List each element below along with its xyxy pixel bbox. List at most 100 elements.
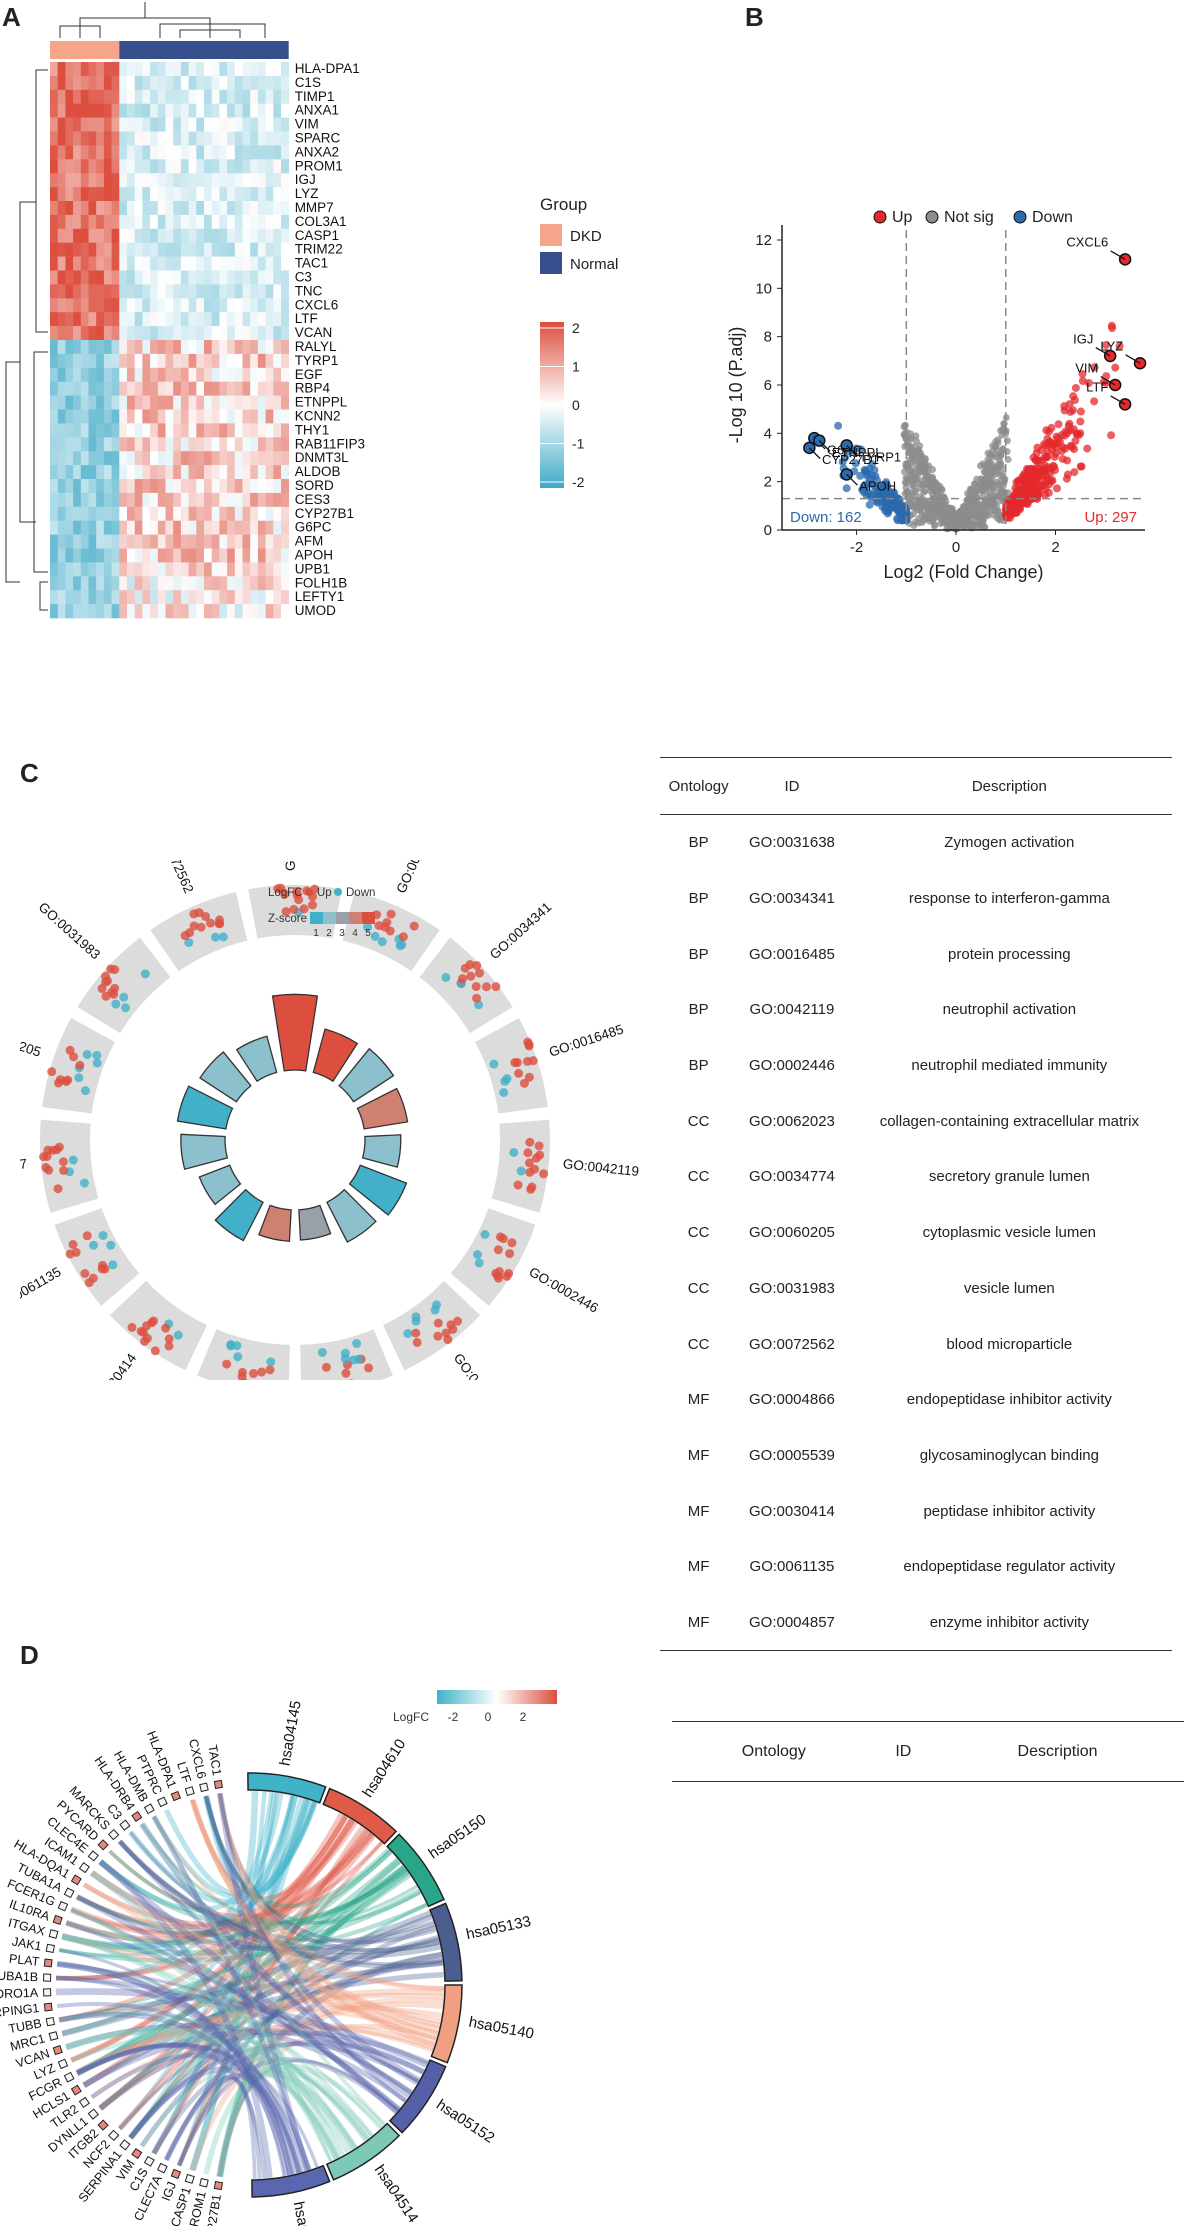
heatmap-cell bbox=[257, 298, 266, 313]
heatmap-cell bbox=[96, 103, 105, 118]
heatmap-cell bbox=[119, 145, 128, 160]
gene-point bbox=[63, 1075, 73, 1085]
heatmap-cell bbox=[234, 214, 243, 230]
heatmap-cell bbox=[73, 353, 82, 369]
heatmap-cell bbox=[73, 548, 82, 563]
heatmap-cell bbox=[150, 451, 159, 466]
heatmap-cell bbox=[281, 312, 289, 327]
heatmap-cell bbox=[80, 256, 89, 271]
heatmap-cell bbox=[250, 131, 259, 146]
heatmap-cell bbox=[127, 298, 135, 313]
heatmap-cell bbox=[157, 423, 166, 438]
heatmap-cell bbox=[142, 492, 151, 508]
heatmap-cell bbox=[103, 520, 112, 535]
heatmap-cell bbox=[73, 117, 82, 132]
legend-label-normal: Normal bbox=[570, 256, 618, 273]
heatmap-cell bbox=[211, 492, 220, 508]
cell-id: GO:0004866 bbox=[749, 1391, 835, 1409]
heatmap-cell bbox=[127, 353, 135, 369]
heatmap-cell bbox=[257, 117, 266, 132]
heatmap-cell bbox=[250, 604, 259, 619]
heatmap-cell bbox=[103, 423, 112, 438]
point-notsig bbox=[928, 475, 936, 483]
heatmap-cell bbox=[273, 284, 282, 299]
heatmap-cell bbox=[242, 103, 251, 118]
heatmap-cell bbox=[188, 117, 197, 132]
chord-link bbox=[90, 2052, 302, 2174]
gene-point bbox=[307, 900, 317, 910]
heatmap-cell bbox=[157, 381, 166, 396]
point-notsig bbox=[910, 487, 918, 495]
x-axis-label: Log2 (Fold Change) bbox=[883, 562, 1043, 582]
heatmap-cell bbox=[88, 604, 97, 619]
heatmap-cell bbox=[211, 576, 220, 591]
heatmap-cell bbox=[173, 492, 182, 508]
gene-point bbox=[494, 1273, 504, 1283]
cell-id: GO:0005539 bbox=[749, 1446, 835, 1464]
heatmap-cell bbox=[111, 214, 120, 230]
heatmap-cell bbox=[80, 214, 89, 230]
heatmap-cell bbox=[111, 534, 120, 549]
heatmap-cell bbox=[219, 381, 228, 396]
heatmap-cell bbox=[50, 479, 58, 494]
heatmap-cell bbox=[211, 103, 220, 118]
heatmap-cell bbox=[281, 256, 289, 271]
heatmap-cell bbox=[150, 62, 159, 77]
chord-link bbox=[82, 2028, 425, 2089]
heatmap-cell bbox=[188, 492, 197, 508]
chord-link bbox=[61, 1933, 440, 2033]
heatmap-cell bbox=[180, 590, 189, 605]
heatmap-cell bbox=[127, 492, 135, 508]
chord-link bbox=[89, 1870, 346, 2158]
heatmap-cell bbox=[103, 284, 112, 299]
chord-link bbox=[61, 1800, 316, 1950]
heatmap-cell bbox=[50, 201, 58, 216]
heatmap-cell bbox=[80, 187, 89, 202]
gene-point bbox=[505, 1249, 515, 1259]
heatmap-cell bbox=[142, 201, 151, 216]
row-label: C1S bbox=[295, 75, 321, 90]
heatmap-cell bbox=[227, 256, 236, 271]
heatmap-cell bbox=[96, 242, 105, 257]
heatmap-cell bbox=[257, 353, 266, 369]
gene-box bbox=[43, 1958, 53, 1968]
chord-link bbox=[76, 1867, 408, 1938]
term-label: GO:0072562 bbox=[151, 860, 196, 895]
heatmap-cell bbox=[196, 534, 205, 549]
heatmap-cell bbox=[80, 159, 89, 174]
gene-point bbox=[493, 1245, 503, 1255]
chord-link bbox=[65, 2026, 358, 2150]
zscore-bar bbox=[356, 1087, 409, 1130]
heatmap-cell bbox=[111, 520, 120, 535]
row-label: SPARC bbox=[295, 131, 341, 146]
gene-point bbox=[534, 1141, 544, 1151]
heatmap-cell bbox=[227, 201, 236, 216]
heatmap-cell bbox=[73, 187, 82, 202]
chord-link bbox=[177, 2057, 399, 2167]
heatmap-cell bbox=[65, 437, 74, 452]
heatmap-cell bbox=[80, 131, 89, 146]
heatmap-cell bbox=[65, 214, 74, 230]
row-label: PROM1 bbox=[295, 158, 343, 173]
heatmap-cell bbox=[103, 214, 112, 230]
gene-point bbox=[281, 907, 291, 917]
chord-link bbox=[75, 1857, 401, 2077]
heatmap-cell bbox=[242, 409, 251, 424]
heatmap-cell bbox=[196, 340, 205, 355]
heatmap-cell bbox=[88, 381, 97, 396]
heatmap-cell bbox=[281, 131, 289, 146]
point-up bbox=[1090, 397, 1099, 406]
heatmap-cell bbox=[165, 270, 174, 285]
gene-point bbox=[106, 1240, 116, 1250]
heatmap-cell bbox=[265, 284, 274, 299]
row-label: LYZ bbox=[295, 186, 319, 201]
heatmap-cell bbox=[73, 381, 82, 396]
heatmap-cell bbox=[234, 187, 243, 202]
heatmap-cell bbox=[57, 353, 66, 369]
chord-link bbox=[189, 1798, 441, 2029]
heatmap-cell bbox=[73, 340, 82, 355]
chord-link bbox=[204, 1795, 422, 1925]
point-notsig bbox=[963, 514, 971, 522]
